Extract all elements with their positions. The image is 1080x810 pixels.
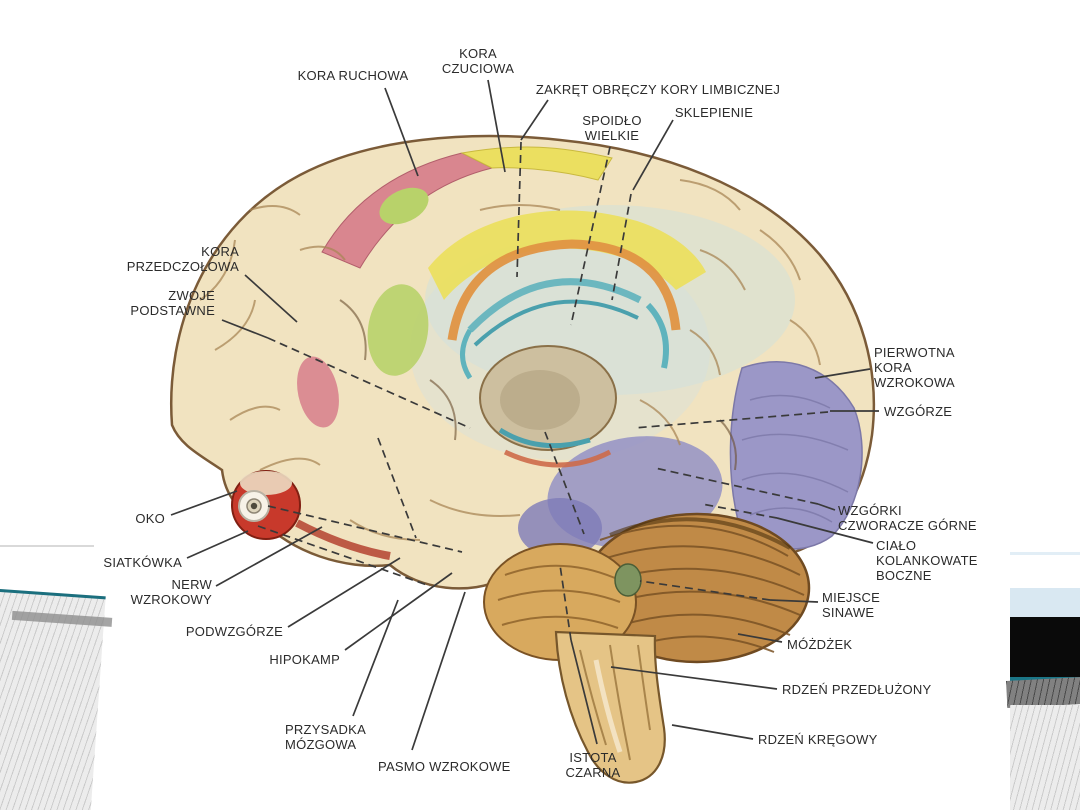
label-wzgorze: WZGÓRZE bbox=[884, 404, 953, 419]
leader-line bbox=[352, 599, 399, 717]
leader-line-dashed bbox=[570, 146, 611, 326]
right-black-band bbox=[1010, 617, 1080, 677]
label-hipokamp: HIPOKAMP bbox=[269, 652, 340, 667]
cerebrum bbox=[170, 134, 876, 594]
label-pasmo-wzrokowe: PASMO WZROKOWE bbox=[378, 759, 511, 774]
label-oko: OKO bbox=[135, 511, 165, 526]
leader-line bbox=[186, 530, 249, 559]
left-edge-line bbox=[0, 545, 94, 547]
leader-line bbox=[776, 517, 874, 544]
leader-line bbox=[244, 274, 298, 323]
leader-line bbox=[411, 591, 466, 751]
right-background-band bbox=[1006, 0, 1080, 810]
leader-line-dashed bbox=[377, 437, 417, 539]
leader-line bbox=[769, 599, 819, 603]
leader-line bbox=[221, 319, 269, 339]
leader-line-dashed bbox=[633, 411, 829, 429]
label-rdzen-kregowy: RDZEŃ KRĘGOWY bbox=[758, 732, 878, 747]
leader-line bbox=[737, 633, 783, 643]
label-sklepienie: SKLEPIENIE bbox=[674, 105, 754, 120]
leader-line bbox=[215, 526, 323, 587]
leader-line bbox=[520, 99, 549, 141]
leader-line-dashed bbox=[544, 431, 585, 535]
leader-line bbox=[570, 639, 598, 745]
leader-lines bbox=[170, 79, 879, 751]
leader-line-dashed bbox=[516, 141, 522, 278]
right-faint-line bbox=[1010, 552, 1080, 555]
leader-line bbox=[632, 119, 674, 191]
leader-line bbox=[344, 572, 453, 651]
leader-line bbox=[610, 666, 778, 690]
label-kora-ruchowa: KORA RUCHOWA bbox=[297, 68, 409, 83]
leader-line bbox=[814, 368, 871, 379]
leader-line bbox=[487, 79, 506, 173]
label-siatkowka: SIATKÓWKA bbox=[103, 555, 182, 570]
leader-line-dashed bbox=[257, 525, 431, 587]
label-mozdzek: MÓŻDŻEK bbox=[787, 637, 853, 652]
leader-line-dashed bbox=[267, 337, 471, 429]
leader-line-dashed bbox=[611, 193, 632, 301]
eye bbox=[231, 470, 391, 560]
leader-line-dashed bbox=[654, 467, 819, 505]
cerebellum bbox=[483, 512, 811, 664]
right-blue-band bbox=[1010, 588, 1080, 617]
leader-line bbox=[384, 87, 419, 177]
label-rdzen-przedluzony: RDZEŃ PRZEDŁUŻONY bbox=[782, 682, 932, 697]
locus-coeruleus-spot bbox=[614, 563, 642, 597]
right-light-hatched-band bbox=[1010, 705, 1080, 810]
label-podwzgorze: PODWZGÓRZE bbox=[185, 624, 283, 639]
leader-line bbox=[817, 503, 836, 511]
label-zakret-obreczy-kory-limbicznej: ZAKRĘT OBRĘCZY KORY LIMBICZNEJ bbox=[535, 82, 781, 97]
leader-line-dashed bbox=[267, 505, 463, 553]
leader-line bbox=[170, 490, 238, 516]
optic-nerve bbox=[295, 519, 391, 560]
leader-line bbox=[671, 724, 754, 740]
leader-line-dashed bbox=[639, 580, 771, 601]
